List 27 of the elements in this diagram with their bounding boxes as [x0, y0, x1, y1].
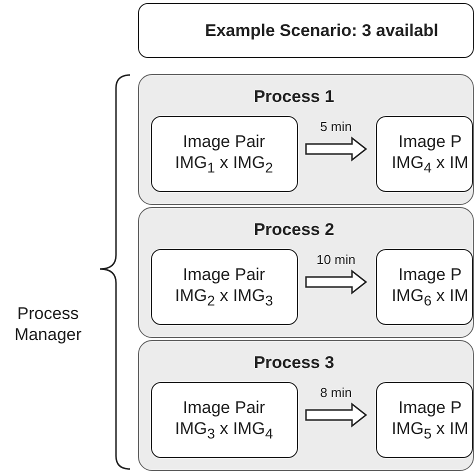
- block-arrow: [305, 269, 368, 295]
- image-pair-box: [376, 116, 473, 192]
- box-text: Image P IMG$_{5}$ x IM: [390, 397, 470, 444]
- panel-heading: Process 3: [252, 353, 336, 373]
- panel-heading: Process 1: [252, 87, 336, 107]
- heading: Example Scenario: 3 availabl: [205, 21, 438, 41]
- block-arrow: [305, 136, 368, 162]
- edge-label: 8 min: [319, 385, 353, 400]
- process-panel: [138, 74, 474, 205]
- image-pair-box: [376, 249, 473, 325]
- box-text: Image Pair IMG$_{2}$ x IMG$_{3}$: [174, 264, 274, 312]
- process-panel: [138, 340, 474, 471]
- block-arrow: [305, 402, 368, 428]
- edge-label: 5 min: [319, 119, 353, 134]
- image-pair-box: [151, 116, 298, 192]
- edge-label: 10 min: [315, 252, 357, 267]
- image-pair-box: [376, 382, 473, 458]
- process-panel: [138, 207, 474, 338]
- image-pair-box: [151, 249, 298, 325]
- heading-box: [138, 3, 474, 58]
- box-text: Image Pair IMG$_{1}$ x IMG$_{2}$: [174, 131, 274, 178]
- panel-heading: Process 2: [252, 220, 336, 240]
- box-text: Image P IMG$_{6}$ x IM: [390, 264, 470, 312]
- box-text: Image Pair IMG$_{3}$ x IMG$_{4}$: [174, 397, 274, 444]
- caption: Process Manager: [13, 303, 83, 345]
- image-pair-box: [151, 382, 298, 458]
- box-text: Image P IMG$_{4}$ x IM: [390, 131, 470, 178]
